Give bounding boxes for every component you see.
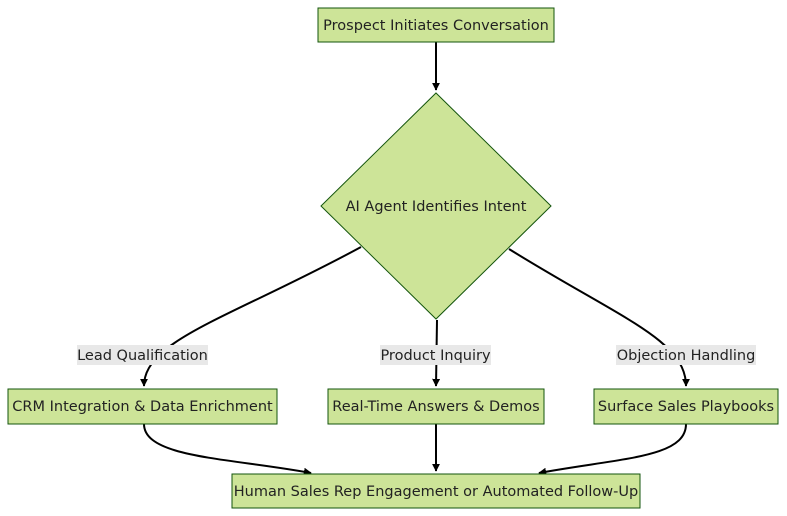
node-prospect-initiates-conversation: Prospect Initiates Conversation xyxy=(317,7,555,43)
decision-diamond xyxy=(320,92,552,320)
node-ai-agent-identifies-intent: AI Agent Identifies Intent xyxy=(320,92,552,320)
node-label: AI Agent Identifies Intent xyxy=(346,199,527,215)
node-box xyxy=(7,388,278,425)
node-human-sales-rep-engagement: Human Sales Rep Engagement or Automated … xyxy=(231,473,641,509)
node-label: Surface Sales Playbooks xyxy=(598,399,774,415)
edge-label-product-inquiry: Product Inquiry xyxy=(380,345,491,365)
edges xyxy=(140,42,690,476)
edge-intent-to-playbooks xyxy=(508,248,690,387)
edge-intent-to-crm xyxy=(140,246,362,387)
edge-label-background xyxy=(77,345,208,365)
edge-label-objection-handling: Objection Handling xyxy=(616,345,756,365)
node-label: CRM Integration & Data Enrichment xyxy=(12,399,273,415)
edge-label-text: Objection Handling xyxy=(617,348,756,364)
edge-label-background xyxy=(380,345,491,365)
node-surface-sales-playbooks: Surface Sales Playbooks xyxy=(593,388,779,425)
node-box xyxy=(317,7,555,43)
edge-label-background xyxy=(616,345,756,365)
node-box xyxy=(231,473,641,509)
edge-playbooks-to-followup xyxy=(538,423,687,476)
edge-label-lead-qualification: Lead Qualification xyxy=(77,345,208,365)
node-crm-integration: CRM Integration & Data Enrichment xyxy=(7,388,278,425)
node-box xyxy=(593,388,779,425)
node-label: Human Sales Rep Engagement or Automated … xyxy=(234,484,638,500)
node-label: Prospect Initiates Conversation xyxy=(323,18,549,34)
edge-label-text: Lead Qualification xyxy=(77,348,208,364)
node-real-time-answers: Real-Time Answers & Demos xyxy=(327,388,545,425)
edge-crm-to-followup xyxy=(143,423,312,476)
node-box xyxy=(327,388,545,425)
edge-label-text: Product Inquiry xyxy=(380,348,491,364)
node-label: Real-Time Answers & Demos xyxy=(332,399,539,415)
